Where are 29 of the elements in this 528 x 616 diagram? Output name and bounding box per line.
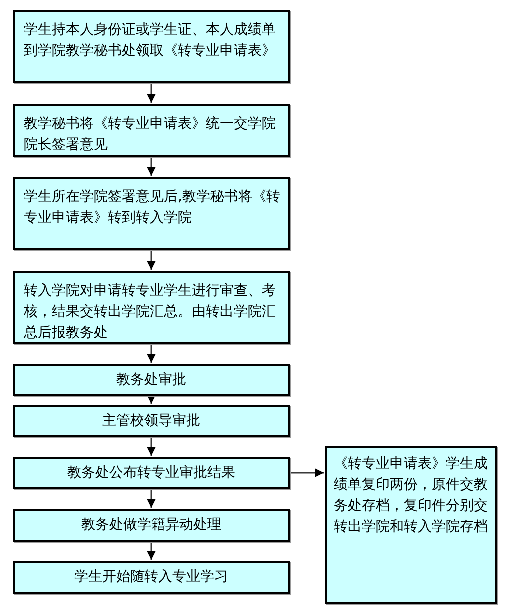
arrow: [291, 468, 324, 478]
process-box: [13, 104, 290, 157]
arrow: [147, 395, 156, 404]
process-box: [13, 364, 290, 396]
step-text: 主管校领导审批: [102, 412, 200, 430]
process-box: [325, 446, 497, 604]
step-text: 《转专业申请表》学生成绩单复印两份，原件交教务处存档，复印件分别交转出学院和转入学院存档: [334, 455, 489, 537]
process-box: [13, 561, 290, 594]
process-box: [13, 509, 290, 542]
step-text: 教学秘书将《转专业申请表》统一交学院院长签署意见: [24, 115, 277, 155]
step-text: 教务处审批: [116, 370, 186, 390]
step-text: 学生持本人身份证或学生证、本人成绩单到学院教学秘书处领取《转专业申请表》: [24, 21, 277, 61]
arrow: [147, 345, 156, 363]
arrow: [147, 84, 156, 103]
arrow: [147, 438, 156, 456]
process-box: [13, 405, 290, 437]
process-box: [13, 10, 290, 83]
step-text: 教务处公布转专业审批结果: [68, 464, 236, 482]
step-text: 转入学院对申请转专业学生进行审查、考核，结果交转出学院汇总。由转出学院汇总后报教务处: [24, 282, 277, 343]
arrow: [147, 543, 156, 560]
process-box: [13, 457, 290, 489]
process-box: [13, 177, 290, 250]
step-text: 教务处做学籍异动处理: [82, 516, 222, 535]
arrow: [147, 251, 156, 270]
step-text: 学生开始随转入专业学习: [74, 568, 228, 587]
arrow: [147, 158, 156, 176]
process-box: [13, 271, 290, 344]
arrow: [147, 490, 156, 508]
step-text: 学生所在学院签署意见后,教学秘书将《转专业申请表》转到转入学院: [24, 188, 282, 228]
